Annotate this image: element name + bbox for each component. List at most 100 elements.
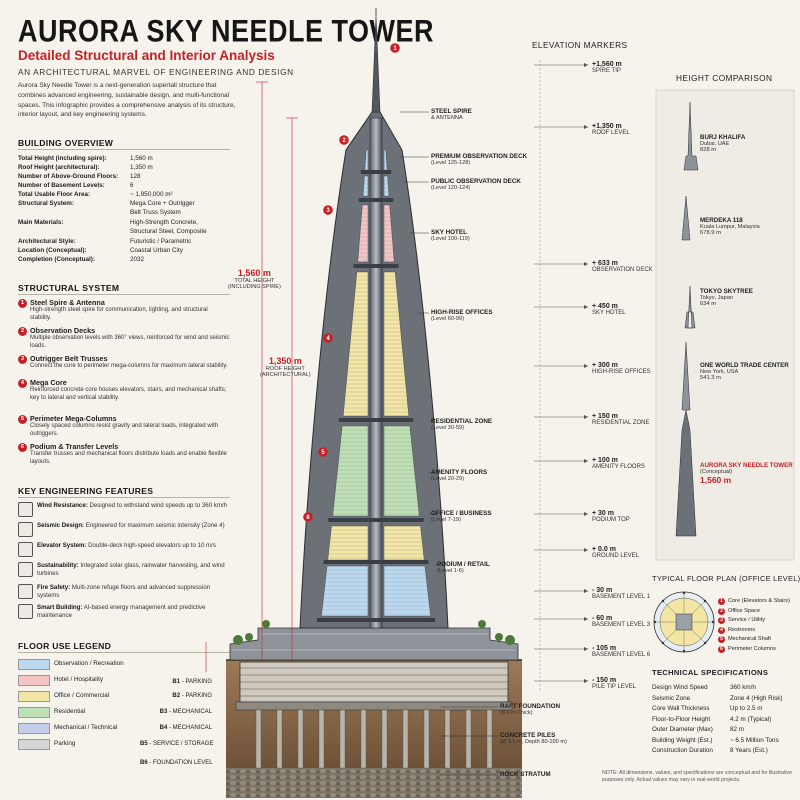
basement-code: B1 xyxy=(172,679,181,685)
floor-zone xyxy=(383,204,395,263)
intro-paragraph: Aurora Sky Needle Tower is a next-genera… xyxy=(18,82,236,119)
elevation-value: - 30 m xyxy=(592,587,613,594)
overview-title: BUILDING OVERVIEW xyxy=(18,138,114,148)
structural-item-desc: Closely spaced columns resist gravity an… xyxy=(30,423,219,437)
concrete-pile xyxy=(276,709,283,769)
callout-sub: (Level 60-99) xyxy=(431,316,464,322)
feature-title: Wind Resistance: xyxy=(37,502,88,509)
structural-number-badge: 6 xyxy=(18,443,27,452)
comparison-item: AURORA SKY NEEDLE TOWER(Conceptual)1,560… xyxy=(700,462,793,485)
elevation-label: ROOF LEVEL xyxy=(592,130,630,136)
basement-name: SERVICE / STORAGE xyxy=(153,741,214,747)
feature-desc: Multi-zone refuge floors and advanced su… xyxy=(37,584,211,599)
structural-title: STRUCTURAL SYSTEM xyxy=(18,283,120,293)
overview-value-line: 128 xyxy=(130,173,141,180)
elevator-icon xyxy=(18,542,33,557)
overview-value-line: 2032 xyxy=(130,256,145,263)
svg-text:5: 5 xyxy=(321,450,325,456)
callout-title: ROCK STRATUM xyxy=(500,771,551,778)
comparison-height: 1,560 m xyxy=(700,475,732,485)
callout-title: AMENITY FLOORS xyxy=(431,469,488,476)
page-subtitle: Detailed Structural and Interior Analysi… xyxy=(18,48,275,63)
basement-code: B3 xyxy=(159,709,168,715)
basement-name: MECHANICAL xyxy=(172,725,212,731)
elevation-label: HIGH-RISE OFFICES xyxy=(592,369,651,375)
spec-value: 82 m xyxy=(730,726,744,733)
elevation-label: SKY HOTEL xyxy=(592,310,626,316)
comparison-name: BURJ KHALIFA xyxy=(700,134,746,141)
tower-callout: ROCK STRATUM xyxy=(500,771,551,778)
callout-title: HIGH-RISE OFFICES xyxy=(431,309,493,316)
tower-callout: RAFT FOUNDATION(8.0 m Thick) xyxy=(500,703,560,716)
structural-item-title: Outrigger Belt Trusses xyxy=(30,354,108,363)
svg-text:3: 3 xyxy=(326,208,330,214)
structural-item-desc: Transfer trusses and mechanical floors d… xyxy=(30,451,227,465)
dimension-lines xyxy=(205,81,298,672)
basement-label: B3 - MECHANICAL xyxy=(159,709,212,715)
outrigger-belt xyxy=(338,418,414,422)
overview-row: Main Materials:High-Strength Concrete,St… xyxy=(18,219,207,236)
structural-item-title: Mega Core xyxy=(30,378,67,387)
structural-item-title: Podium & Transfer Levels xyxy=(30,442,119,451)
elevation-label: BASEMENT LEVEL 6 xyxy=(592,652,651,658)
mega-core xyxy=(369,117,383,629)
rock-stratum xyxy=(226,768,522,798)
overview-key: Number of Basement Levels: xyxy=(18,182,105,189)
concrete-pile xyxy=(339,709,346,769)
elevation-value: + 633 m xyxy=(592,260,618,267)
feature-text: Sustainability: Integrated solar glass, … xyxy=(37,562,232,578)
overview-value-line: Futuristic / Parametric xyxy=(130,238,192,245)
spec-value: 4.2 m (Typical) xyxy=(730,715,772,723)
comparison-title: HEIGHT COMPARISON xyxy=(676,73,773,83)
legend-label: Parking xyxy=(54,740,76,747)
legend-swatch xyxy=(18,691,50,702)
elevation-arrow xyxy=(584,262,588,266)
outrigger-belt xyxy=(353,264,399,268)
callout-sub: (8.0 m Thick) xyxy=(500,710,533,716)
basement-label: B6 - FOUNDATION LEVEL xyxy=(140,760,213,766)
structural-item-title: Steel Spire & Antenna xyxy=(30,298,105,307)
callout-title: PUBLIC OBSERVATION DECK xyxy=(431,178,521,185)
spec-key: Seismic Zone xyxy=(652,694,691,702)
concrete-piles xyxy=(255,709,493,769)
callout-sub: (Ø 3.5 m, Depth 80-100 m) xyxy=(500,739,567,745)
floorplan-label: Core (Elevators & Stairs) xyxy=(728,598,790,604)
overview-value: 1,560 m xyxy=(130,155,153,164)
comparison-name: AURORA SKY NEEDLE TOWER xyxy=(700,462,793,469)
tower-callout: PREMIUM OBSERVATION DECK(Level 125-128) xyxy=(431,153,527,166)
elevation-label: PILE TIP LEVEL xyxy=(592,684,637,690)
spec-value: 360 km/h xyxy=(730,684,756,691)
comparison-height: 828 m xyxy=(700,147,717,153)
callout-title: OFFICE / BUSINESS xyxy=(431,510,492,517)
overview-key: Completion (Conceptual): xyxy=(18,256,95,263)
callout-title: RESIDENTIAL ZONE xyxy=(431,418,493,425)
tower-callout: PODIUM / RETAIL(Level 1-6) xyxy=(437,561,490,574)
tower-badge: 6 xyxy=(303,512,313,522)
elevation-value: + 150 m xyxy=(592,413,618,420)
spec-key: Floor-to-Floor Height xyxy=(652,715,711,723)
structural-item-title: Observation Decks xyxy=(30,326,96,335)
basement-label: B5 - SERVICE / STORAGE xyxy=(140,741,214,747)
page-title: AURORA SKY NEEDLE TOWER xyxy=(18,14,435,49)
spec-key: Building Weight (Est.) xyxy=(652,736,713,744)
podium-trees xyxy=(233,620,515,645)
comparison-location: New York, USA xyxy=(700,369,739,375)
feature-title: Smart Building: xyxy=(37,604,83,611)
structural-item-title: Perimeter Mega-Columns xyxy=(30,414,117,423)
elevation-label: OBSERVATION DECK xyxy=(592,267,653,273)
overview-key: Number of Above-Ground Floors: xyxy=(18,173,119,180)
overview-rule xyxy=(18,149,230,150)
floor-zone xyxy=(321,565,369,617)
callout-title: SKY HOTEL xyxy=(431,229,467,236)
floor-zone xyxy=(383,565,431,617)
feature-desc: Double-deck high-speed elevators up to 1… xyxy=(88,542,216,549)
callout-sub: & ANTENNA xyxy=(431,115,463,121)
